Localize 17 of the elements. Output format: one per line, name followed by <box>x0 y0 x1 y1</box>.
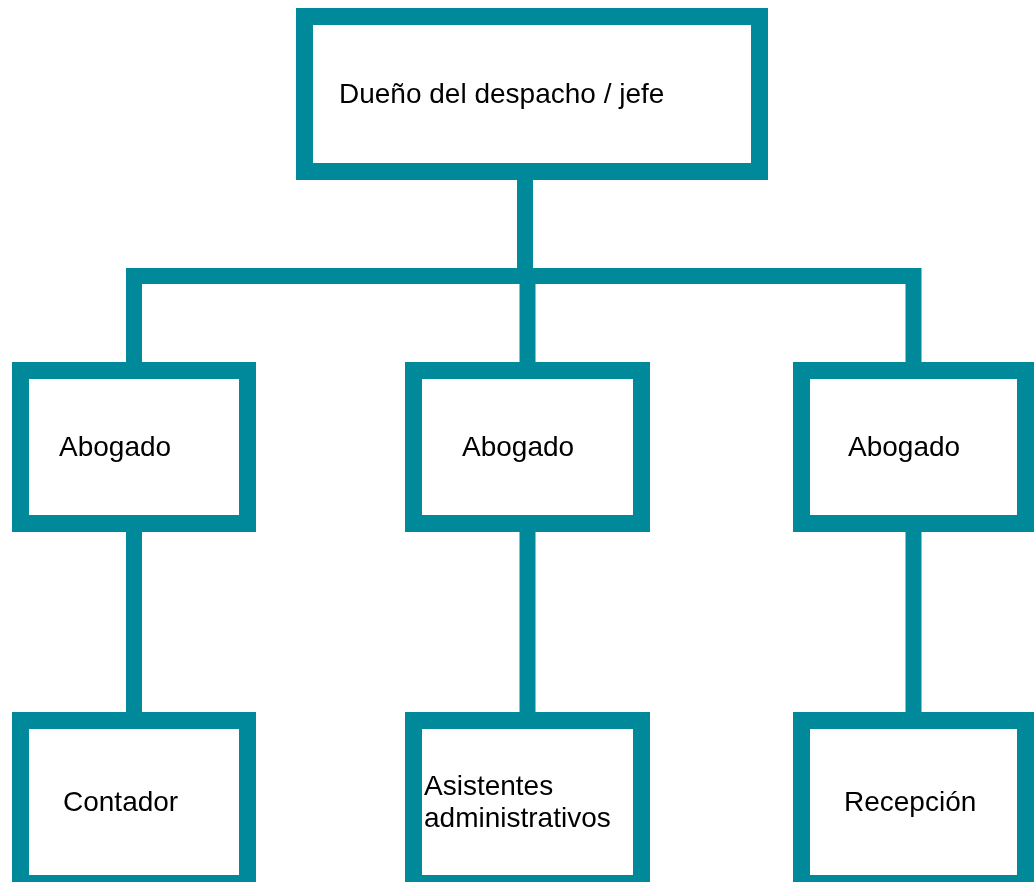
org-box <box>296 8 768 180</box>
org-box <box>793 712 1034 882</box>
connector-line <box>126 532 142 712</box>
org-box <box>405 362 650 532</box>
org-box <box>405 712 650 882</box>
connector-line <box>905 532 922 712</box>
role-label: Contador <box>63 785 179 819</box>
role-label: Abogado <box>848 430 961 464</box>
role-label: Recepción <box>844 785 977 819</box>
role-label: Asistentes administrativos <box>424 769 612 835</box>
org-box <box>12 362 256 532</box>
org-box <box>12 712 256 882</box>
role-label: Abogado <box>462 430 575 464</box>
role-label: Abogado <box>59 430 172 464</box>
role-label: Dueño del despacho / jefe <box>339 77 665 111</box>
org-box <box>793 362 1034 532</box>
connector-line <box>519 532 536 712</box>
